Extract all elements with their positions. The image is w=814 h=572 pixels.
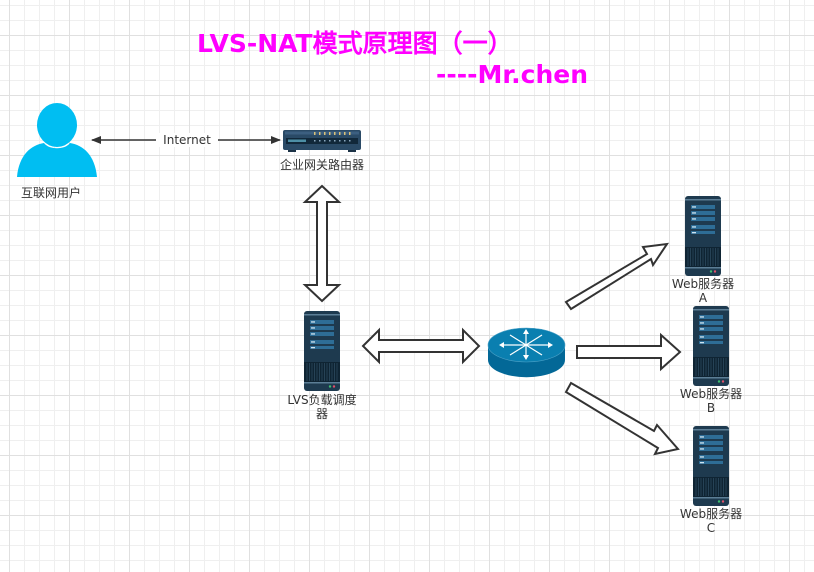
- web-a-server-icon[interactable]: [684, 195, 722, 277]
- lvs-label-line1: LVS负载调度: [287, 393, 357, 407]
- user-label: 互联网用户: [20, 186, 81, 200]
- web-c-server-icon[interactable]: [692, 425, 730, 507]
- lvs-label-line2: 器: [315, 407, 328, 421]
- internet-label: Internet: [156, 133, 218, 147]
- switch-icon[interactable]: [283, 130, 361, 152]
- web-c-label-line1: Web服务器: [679, 507, 743, 521]
- web-c-label: Web服务器 C: [661, 507, 761, 535]
- router-web-b-arrow[interactable]: [576, 332, 682, 372]
- diagram-title: LVS-NAT模式原理图（一）: [197, 29, 513, 58]
- gateway-lvs-arrow[interactable]: [302, 184, 342, 303]
- router-icon[interactable]: [487, 327, 566, 378]
- lvs-label: LVS负载调度 器: [272, 393, 372, 421]
- web-b-server-icon[interactable]: [692, 305, 730, 387]
- router-web-c-arrow[interactable]: [564, 381, 680, 456]
- web-b-label: Web服务器 B: [661, 387, 761, 415]
- gateway-label: 企业网关路由器: [279, 158, 364, 172]
- router-web-a-arrow[interactable]: [564, 242, 670, 311]
- web-a-label: Web服务器 A: [653, 277, 753, 305]
- web-b-label-line1: Web服务器: [679, 387, 743, 401]
- user-icon[interactable]: [17, 103, 97, 177]
- web-c-label-line2: C: [706, 521, 716, 535]
- web-b-label-line2: B: [706, 401, 716, 415]
- diagram-author: ----Mr.chen: [436, 60, 589, 89]
- lvs-router-arrow[interactable]: [361, 327, 481, 365]
- lvs-server-icon[interactable]: [303, 310, 341, 392]
- web-a-label-line1: Web服务器: [671, 277, 735, 291]
- web-a-label-line2: A: [698, 291, 708, 305]
